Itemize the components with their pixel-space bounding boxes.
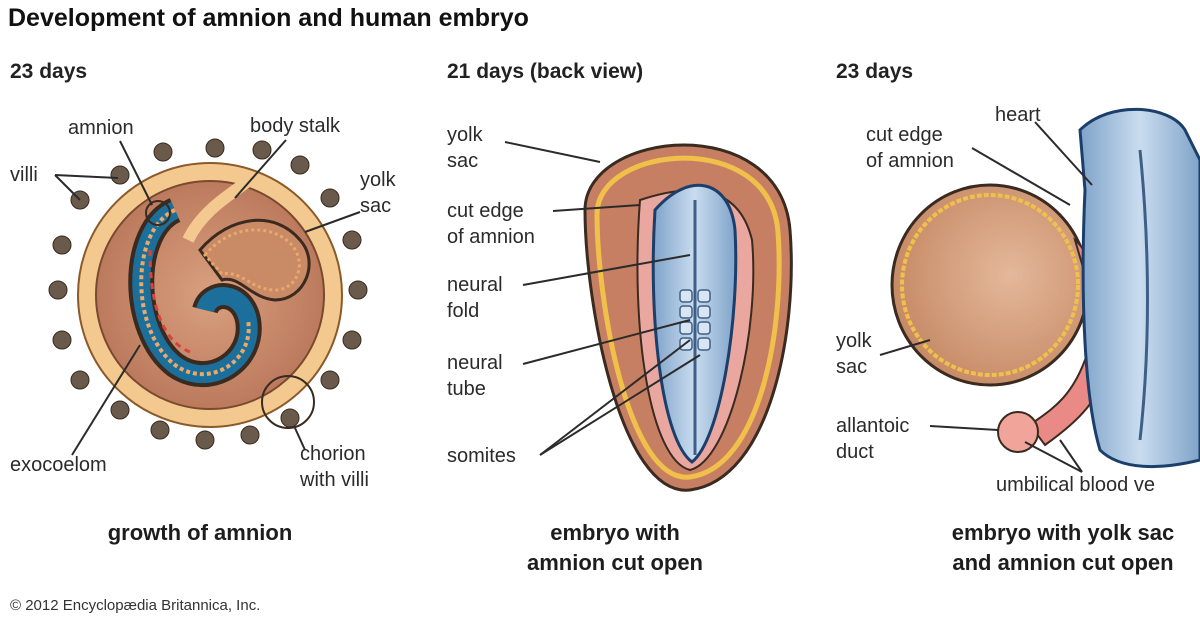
panel1-illustration xyxy=(48,138,368,456)
panel2-illustration xyxy=(504,141,793,492)
panel1-subtitle: 23 days xyxy=(10,60,88,83)
copyright-notice: © 2012 Encyclopædia Britannica, Inc. xyxy=(10,597,261,614)
villi-group xyxy=(48,138,368,450)
label-umbilical-blood-vessels: umbilical blood ve xyxy=(996,474,1155,496)
label-exocoelom: exocoelom xyxy=(10,454,107,476)
panel2-caption: embryo with amnion cut open xyxy=(527,520,703,575)
label-allantoic-duct: allantoic duct xyxy=(836,415,910,463)
label-body-stalk: body stalk xyxy=(250,115,341,137)
label-heart: heart xyxy=(995,104,1041,126)
panel3-illustration xyxy=(879,107,1200,473)
label-yolk-sac-3: yolk sac xyxy=(836,330,872,378)
label-cut-edge-3: cut edge of amnion xyxy=(866,124,954,172)
panel1-caption: growth of amnion xyxy=(107,520,293,545)
label-villi: villi xyxy=(10,164,38,186)
diagram-title: Development of amnion and human embryo xyxy=(8,4,529,32)
panel2-subtitle: 21 days (back view) xyxy=(447,60,644,83)
label-yolk-sac-2: yolk sac xyxy=(447,124,483,172)
label-neural-fold: neural fold xyxy=(447,274,503,322)
label-amnion: amnion xyxy=(68,117,134,139)
label-chorion-with-villi: chorion with villi xyxy=(300,443,369,491)
label-cut-edge-2: cut edge of amnion xyxy=(447,200,535,248)
panel3-caption: embryo with yolk sac and amnion cut open xyxy=(951,520,1175,575)
label-neural-tube: neural tube xyxy=(447,352,503,400)
label-somites: somites xyxy=(447,445,516,467)
label-yolk-sac-1: yolk sac xyxy=(360,169,396,217)
panel3-subtitle: 23 days xyxy=(836,60,914,83)
